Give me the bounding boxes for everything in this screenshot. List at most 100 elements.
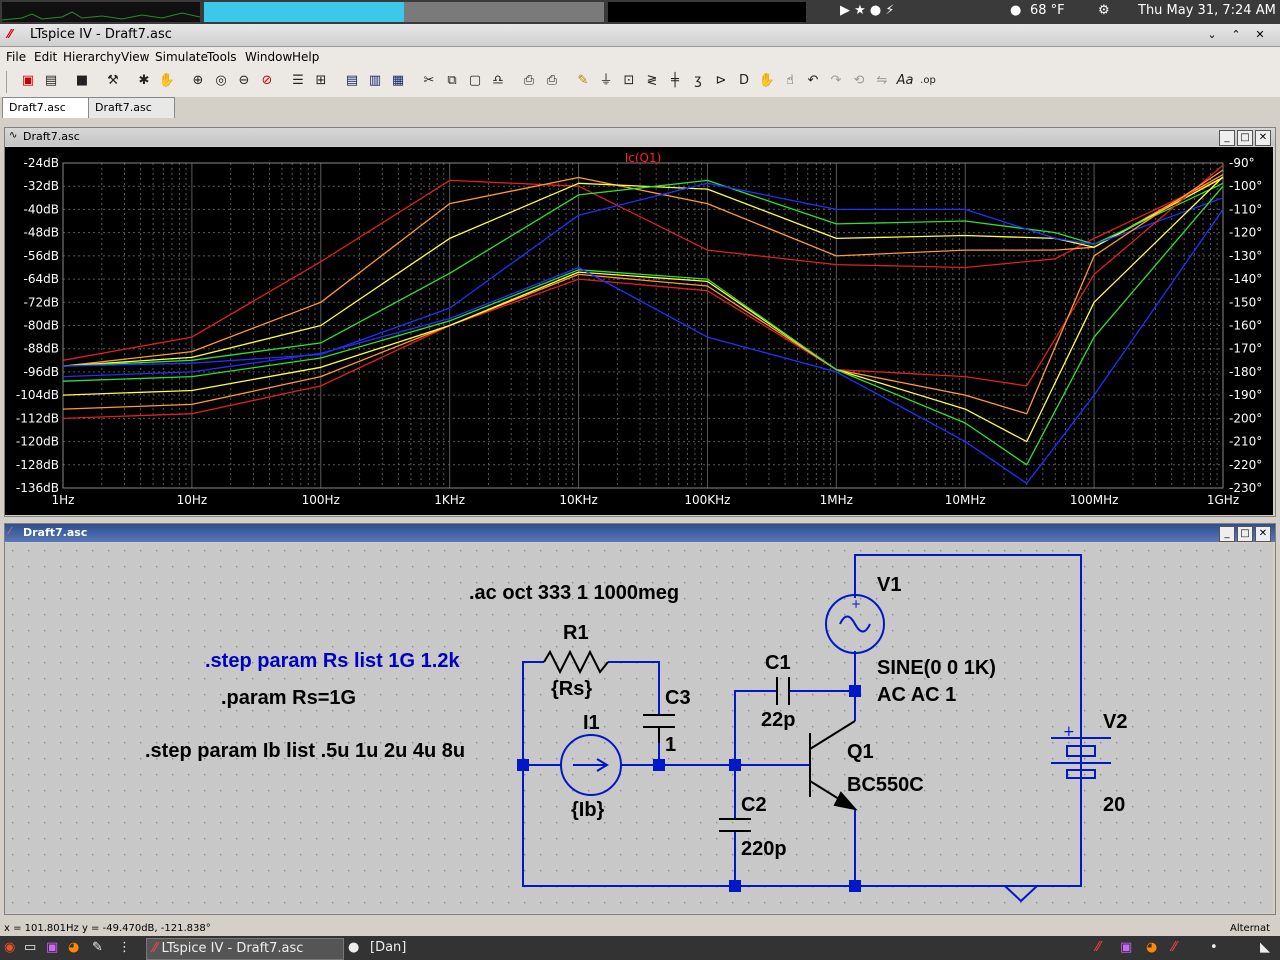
c3-name[interactable]: C3 — [665, 687, 691, 709]
zoom-in-icon[interactable]: ⊕ — [192, 73, 204, 88]
rotate-icon[interactable]: ⟲ — [853, 73, 865, 88]
mirror-icon[interactable]: ⇋ — [876, 73, 888, 88]
move-icon[interactable]: ✋ — [758, 73, 776, 88]
spice-directive-icon[interactable]: .op — [920, 75, 936, 86]
grid-icon[interactable]: ⊞ — [315, 73, 327, 88]
q1-name[interactable]: Q1 — [847, 741, 874, 763]
weather-text[interactable]: 68 °F — [1030, 3, 1065, 18]
waveform-close-button[interactable]: ✕ — [1255, 130, 1271, 146]
task-ltspice[interactable]: ⁄⁄ LTspice IV - Draft7.asc — [146, 938, 344, 960]
undo-icon[interactable]: ↶ — [807, 73, 819, 88]
wire-icon[interactable]: ✎ — [577, 73, 589, 88]
task-dan[interactable]: [Dan] — [370, 940, 407, 955]
run-icon[interactable]: ✱ — [138, 73, 150, 88]
zoom-out-icon[interactable]: ⊖ — [238, 73, 250, 88]
menu-help[interactable]: Help — [292, 50, 320, 64]
v2-value[interactable]: 20 — [1103, 794, 1125, 816]
tile-horizontal-icon[interactable]: ▤ — [345, 73, 359, 88]
component-icon[interactable]: D — [738, 73, 749, 88]
diode-icon[interactable]: ⊳ — [715, 73, 727, 88]
transistor-q1[interactable] — [809, 720, 858, 811]
v1-value-ac[interactable]: AC AC 1 — [877, 684, 956, 706]
text-editor-icon[interactable]: ✎ — [92, 940, 103, 955]
c2-name[interactable]: C2 — [741, 794, 767, 816]
firefox-icon[interactable]: ◕ — [68, 940, 80, 955]
tray-icons[interactable]: ▶ ★ ● ⚡ — [840, 3, 895, 18]
close-button[interactable]: ✕ — [1255, 28, 1265, 41]
text-icon[interactable]: Aa — [896, 73, 914, 88]
pan-icon[interactable]: ✋ — [158, 73, 176, 88]
trace-label[interactable]: Ic(Q1) — [625, 151, 662, 165]
print-icon[interactable]: ⎙ — [546, 73, 558, 88]
clock[interactable]: Thu May 31, 7:24 AM — [1138, 3, 1276, 18]
step-rs-directive[interactable]: .step param Rs list 1G 1.2k — [205, 650, 460, 672]
control-panel-icon[interactable]: ⚒ — [107, 73, 119, 88]
voltage-source-v1[interactable] — [825, 594, 885, 654]
v1-value-sine[interactable]: SINE(0 0 1K) — [877, 657, 996, 679]
autorange-icon[interactable]: ☰ — [292, 73, 304, 88]
c1-value[interactable]: 22p — [761, 709, 795, 731]
capacitor-icon[interactable]: ╪ — [671, 73, 679, 88]
network-monitor[interactable] — [404, 2, 604, 22]
load-monitor[interactable] — [608, 2, 806, 22]
c1-name[interactable]: C1 — [765, 652, 791, 674]
waveform-maximize-button[interactable]: □ — [1237, 130, 1253, 146]
chat-icon[interactable]: ● — [348, 940, 360, 955]
memory-monitor[interactable] — [204, 2, 404, 22]
v2-name[interactable]: V2 — [1103, 711, 1127, 733]
weather-icon[interactable]: ● — [1010, 3, 1022, 18]
cpu-monitor[interactable] — [1, 2, 201, 22]
save-icon[interactable]: ■ — [75, 73, 89, 88]
capacitor-c1[interactable] — [776, 677, 790, 705]
resistor-icon[interactable]: ≷ — [646, 73, 658, 88]
current-source-i1[interactable] — [560, 734, 622, 796]
tab-draft7-2[interactable]: Draft7.asc — [88, 97, 175, 118]
v1-name[interactable]: V1 — [877, 574, 901, 596]
ubuntu-menu-icon[interactable]: ◉ — [4, 940, 16, 955]
r1-value[interactable]: {Rs} — [551, 678, 592, 700]
label-net-icon[interactable]: ⊡ — [623, 73, 635, 88]
c3-value[interactable]: 1 — [665, 734, 676, 756]
capacitor-c3[interactable] — [643, 714, 675, 743]
schematic-canvas[interactable]: + + .ac oct 333 1 1000meg .step param Rs… — [5, 543, 1273, 913]
menu-window[interactable]: Window — [245, 50, 293, 64]
ac-directive[interactable]: .ac oct 333 1 1000meg — [469, 582, 679, 604]
schematic-minimize-button[interactable]: _ — [1219, 526, 1235, 542]
cut-icon[interactable]: ✂ — [423, 73, 435, 88]
waveform-minimize-button[interactable]: _ — [1219, 130, 1235, 146]
capacitor-c2[interactable] — [719, 818, 751, 832]
drag-icon[interactable]: ☝ — [786, 73, 794, 88]
menu-hierarchy[interactable]: Hierarchy — [63, 50, 122, 64]
settings-icon[interactable]: ⚙ — [1098, 3, 1110, 18]
tab-draft7-1[interactable]: Draft7.asc — [2, 97, 89, 118]
tray-ltspice-icon[interactable]: ⁄⁄ — [1096, 940, 1101, 955]
wire[interactable] — [522, 661, 544, 765]
app-launcher-icon[interactable]: ▣ — [46, 940, 59, 955]
copy-icon[interactable]: ⧉ — [447, 73, 457, 88]
param-rs-directive[interactable]: .param Rs=1G — [221, 687, 356, 709]
ground-icon[interactable]: ⏚ — [599, 73, 613, 88]
open-icon[interactable]: ▤ — [44, 73, 58, 88]
i1-name[interactable]: I1 — [583, 712, 600, 734]
paste-icon[interactable]: ▢ — [468, 73, 482, 88]
menu-tools[interactable]: Tools — [207, 50, 237, 64]
tray-app-icon[interactable]: ▣ — [1120, 940, 1133, 955]
ground-symbol[interactable] — [1004, 885, 1038, 903]
r1-name[interactable]: R1 — [563, 622, 589, 644]
resistor-r1[interactable] — [543, 649, 609, 675]
q1-value[interactable]: BC550C — [847, 774, 924, 796]
inductor-icon[interactable]: ʒ — [694, 73, 702, 88]
cascade-icon[interactable]: ▦ — [391, 73, 405, 88]
menu-simulate[interactable]: Simulate — [155, 50, 209, 64]
minimize-button[interactable]: ⌄ — [1207, 28, 1217, 41]
i1-value[interactable]: {Ib} — [571, 799, 605, 821]
terminal-icon[interactable]: ▭ — [24, 940, 37, 955]
find-icon[interactable]: ♎ — [492, 73, 504, 88]
wire[interactable] — [608, 661, 660, 715]
schematic-maximize-button[interactable]: □ — [1237, 526, 1253, 542]
menu-view[interactable]: View — [121, 50, 150, 64]
menu-edit[interactable]: Edit — [34, 50, 58, 64]
tray-arrow-icon[interactable]: ◣ — [1260, 940, 1270, 955]
tray-firefox-icon[interactable]: ◕ — [1146, 940, 1158, 955]
step-ib-directive[interactable]: .step param Ib list .5u 1u 2u 4u 8u — [145, 740, 465, 762]
